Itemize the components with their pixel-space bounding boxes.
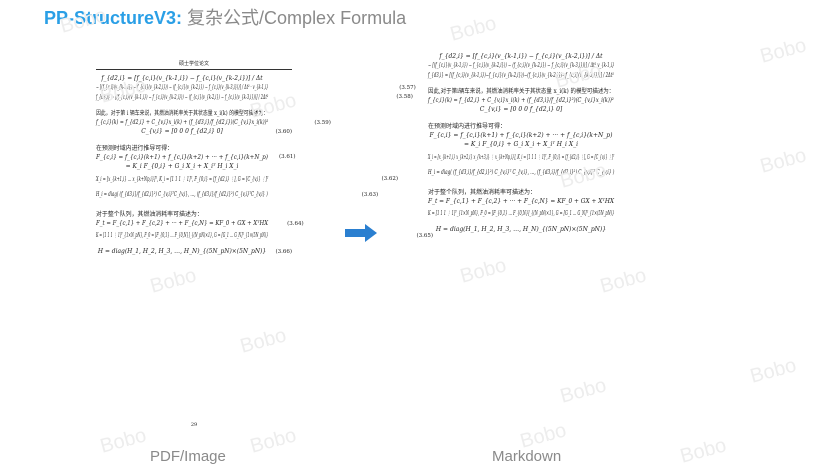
text-line: 在预测时域内进行推导可得： (428, 122, 614, 131)
formula-text: − [(f_{c,i}(v_{k-1,i}) − f_{c,i}(v_{k-2,… (96, 84, 269, 92)
formula-text: X_i = [x_{k+1,i} x_{k+2,i} x_{k+3,i} ⋮ x… (428, 153, 615, 161)
formula-line: F_t = F_{c,1} + F_{c,2} + ··· + F_{c,N} … (96, 219, 304, 228)
equation-number: (3.62) (381, 176, 398, 183)
formula-text: − [(f_{c,i}(v_{k-1,i}) − f_{c,i}(v_{k-2,… (428, 62, 615, 70)
formula-text: K = [1 1 1 ⋮ 1]ᵀ_{1×N_pN}, F_0 = [F_{0,1… (96, 232, 269, 240)
slide-title: PP-StructureV3: 复杂公式/Complex Formula (44, 4, 406, 30)
formula-text: C_{v,i} = [0 0 0 f_{d2,i} 0] (141, 128, 223, 136)
formula-line: K = [1 1 1 ⋮ 1]ᵀ_{1×N_pN}, F_0 = [F_{0,1… (428, 206, 614, 222)
formula-line: H = diag(H_1, H_2, H_3, …, H_N)_{(5N_pN)… (96, 244, 292, 260)
formula-line: f_{d3,i} = [(f_{c,i}(v_{k-1,i}) − f_{c,i… (96, 93, 413, 102)
formula-line: H_i = diag( (f_{d3,i}/f_{d2,i}²) C_{v,i}… (428, 165, 614, 181)
formula-line: − [(f_{c,i}(v_{k-1,i}) − f_{c,i}(v_{k-2,… (96, 83, 416, 92)
formula-text: C_{v,i} = [0 0 0 f_{d2,i} 0] (479, 106, 563, 114)
formula-line: = K_i F_{0,i} + G_i X_i + X_iᵀ H_i X_i (96, 162, 292, 171)
formula-line: f_{d3,i} = [(f_{c,i}(v_{k-1,i})−f_{c,i}(… (428, 71, 614, 80)
formula-text: X_i = [x_{k+1,i} … x_{k+Np,i}]ᵀ, K_i = [… (96, 175, 269, 183)
formula-text: 在预测时域内进行推导可得： (428, 122, 507, 130)
formula-text: f_{c,i}(k) = f_{d2,i} + C_{v,i}x_i(k) + … (96, 119, 269, 127)
formula-line: H_i = diag( (f_{d3,i}/f_{d2,i}²) C_{v,i}… (96, 187, 378, 203)
formula-line: X_i = [x_{k+1,i} x_{k+2,i} x_{k+3,i} ⋮ x… (428, 150, 614, 166)
equation-number: (3.63) (361, 191, 379, 198)
equation-number: (3.59) (314, 119, 331, 126)
formula-line: f_{d2,i} = [f_{c,i}(v_{k-1,i}) − f_{c,i}… (428, 52, 614, 61)
equation-number: (3.61) (278, 154, 296, 161)
formula-text: 因此,对于第i辆车来说，其燃油消耗率关于其状态量 x_i(k) 的模型可描述为： (428, 87, 615, 95)
formula-line: f_{c,i}(k) = f_{d2,i} + C_{v,i}x_i(k) + … (428, 96, 614, 105)
formula-line: − [(f_{c,i}(v_{k-1,i}) − f_{c,i}(v_{k-2,… (428, 61, 614, 70)
slide-title-brand: PP-StructureV3: (44, 8, 183, 28)
watermark: Bobo (747, 354, 799, 388)
formula-line: F_t = F_{c,1} + F_{c,2} + ··· + F_{c,N} … (428, 197, 614, 206)
formula-line: f_{c,i}(k) = f_{d2,i} + C_{v,i}x_i(k) + … (96, 118, 331, 127)
formula-line: f_{d2,i} = [f_{c,i}(v_{k-1,i}) − f_{c,i}… (96, 74, 292, 83)
formula-line: H = diag(H_1, H_2, H_3, …, H_N)_{(5N_pN)… (428, 222, 614, 238)
markdown-render: f_{d2,i} = [f_{c,i}(v_{k-1,i}) − f_{c,i}… (428, 52, 614, 442)
formula-text: f_{d2,i} = [f_{c,i}(v_{k-1,i}) − f_{c,i}… (101, 75, 263, 82)
formula-line: F_{c,i} = f_{c,i}(k+1) + f_{c,i}(k+2) + … (428, 131, 614, 140)
equation-number: (3.65) (416, 233, 433, 240)
formula-text: f_{d2,i} = [f_{c,i}(v_{k-1,i}) − f_{c,i}… (439, 53, 603, 60)
pdf-page-image: 硕士学位论文 f_{d2,i} = [f_{c,i}(v_{k-1,i}) − … (96, 60, 433, 432)
watermark: Bobo (757, 34, 809, 68)
markdown-formula-lines: f_{d2,i} = [f_{c,i}(v_{k-1,i}) − f_{c,i}… (428, 52, 614, 238)
formula-text: F_{c,i} = f_{c,i}(k+1) + f_{c,i}(k+2) + … (96, 154, 268, 162)
watermark: Bobo (757, 144, 809, 178)
formula-text: K = [1 1 1 ⋮ 1]ᵀ_{1×N_pN}, F_0 = [F_{0,1… (428, 210, 615, 218)
watermark: Bobo (447, 12, 499, 46)
formula-text: F_t = F_{c,1} + F_{c,2} + ··· + F_{c,N} … (428, 198, 615, 206)
equation-number: (3.58) (396, 93, 413, 100)
formula-line: C_{v,i} = [0 0 0 f_{d2,i} 0] (3.60) (96, 127, 292, 136)
text-line: 因此,对于第i辆车来说，其燃油消耗率关于其状态量 x_i(k) 的模型可描述为： (428, 87, 614, 96)
equation-number: (3.64) (287, 220, 304, 227)
equation-number: (3.57) (399, 84, 416, 91)
watermark: Bobo (677, 434, 729, 468)
formula-text: = K_i F_{0,i} + G_i X_i + X_iᵀ H_i X_i (125, 163, 239, 171)
formula-line: X_i = [x_{k+1,i} … x_{k+Np,i}]ᵀ, K_i = [… (96, 172, 398, 188)
equation-number: (3.60) (275, 128, 292, 135)
formula-text: F_t = F_{c,1} + F_{c,2} + ··· + F_{c,N} … (96, 220, 269, 228)
formula-text: 对于整个队列，其燃油消耗率可描述为： (96, 210, 203, 218)
caption-pdf-image: PDF/Image (150, 448, 226, 465)
formula-text: f_{d3,i} = [(f_{c,i}(v_{k-1,i})−f_{c,i}(… (428, 71, 614, 79)
formula-line: = K_i F_{0,i} + G_i X_i + X_iᵀ H_i X_i (428, 140, 614, 149)
pdf-page-header: 硕士学位论文 (96, 60, 292, 70)
formula-line: C_{v,i} = [0 0 0 f_{d2,i} 0] (428, 105, 614, 114)
caption-markdown: Markdown (492, 448, 562, 465)
pdf-page-number: 29 (190, 422, 198, 428)
formula-text: 对于整个队列，其燃油消耗率可描述为： (428, 188, 537, 196)
arrow-right-icon (345, 224, 377, 242)
equation-number: (3.66) (275, 248, 292, 255)
text-line: 对于整个队列，其燃油消耗率可描述为： (96, 210, 292, 219)
formula-text: f_{d3,i} = [(f_{c,i}(v_{k-1,i}) − f_{c,i… (96, 93, 269, 101)
formula-text: H = diag(H_1, H_2, H_3, …, H_N)_{(5N_pN)… (97, 248, 267, 256)
text-line: 在预测时域内进行推导可得： (96, 144, 292, 153)
formula-line: K = [1 1 1 ⋮ 1]ᵀ_{1×N_pN}, F_0 = [F_{0,1… (96, 228, 433, 244)
formula-text: f_{c,i}(k) = f_{d2,i} + C_{v,i}x_i(k) + … (428, 97, 614, 105)
text-line: 对于整个队列，其燃油消耗率可描述为： (428, 188, 614, 197)
formula-line: F_{c,i} = f_{c,i}(k+1) + f_{c,i}(k+2) + … (96, 153, 296, 162)
formula-text: H = diag(H_1, H_2, H_3, …, H_N)_{(5N_pN)… (435, 226, 607, 234)
formula-text: H_i = diag( (f_{d3,i}/f_{d2,i}²) C_{v,i}… (428, 169, 615, 177)
formula-text: F_{c,i} = f_{c,i}(k+1) + f_{c,i}(k+2) + … (429, 132, 613, 140)
formula-text: H_i = diag( (f_{d3,i}/f_{d2,i}²) C_{v,i}… (96, 191, 268, 199)
text-line: 因此，对于第 i 辆车来说，其燃油消耗率关于其状态量 x_i(k) 的模型可描述… (96, 109, 292, 118)
slide-title-subtitle: 复杂公式/Complex Formula (182, 8, 407, 28)
formula-text: 因此，对于第 i 辆车来说，其燃油消耗率关于其状态量 x_i(k) 的模型可描述… (96, 109, 269, 117)
formula-text: 在预测时域内进行推导可得： (96, 144, 174, 152)
formula-text: = K_i F_{0,i} + G_i X_i + X_iᵀ H_i X_i (463, 141, 579, 149)
pdf-formula-lines: f_{d2,i} = [f_{c,i}(v_{k-1,i}) − f_{c,i}… (96, 74, 433, 260)
